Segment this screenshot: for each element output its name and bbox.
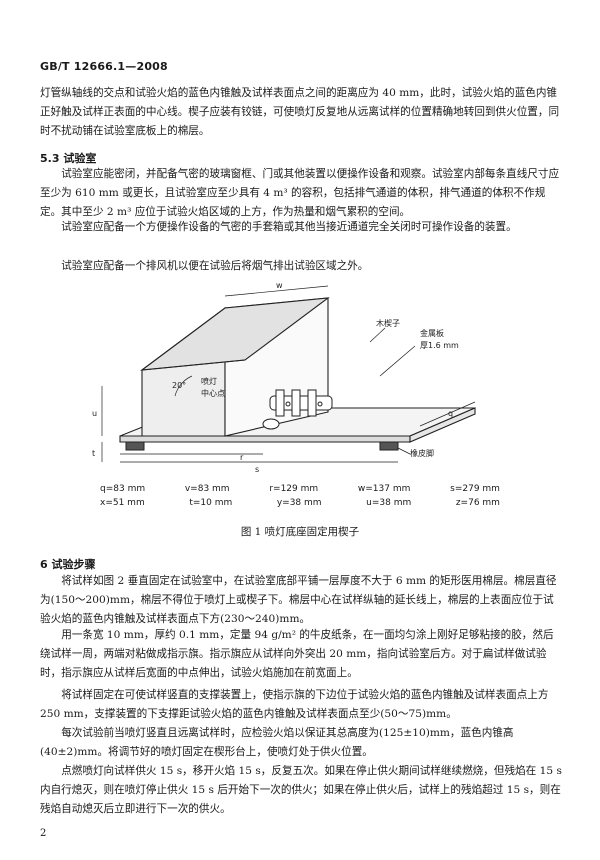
label-r: r [240,453,244,462]
dimension-lines [101,285,476,463]
figure-caption: 图 1 喷灯底座固定用楔子 [240,526,360,538]
label-angle: 20° [172,381,186,390]
dim-u: u=38 mm [366,498,412,508]
section-5-3-title: 5.3 试验室 [40,152,97,165]
dimension-table: q=83 mm v=83 mm r=129 mm w=137 mm s=279 … [100,484,500,508]
rubber-feet [125,441,399,451]
dim-w: w=137 mm [357,484,411,494]
dim-x: x=51 mm [100,498,145,508]
dim-v: v=83 mm [184,484,230,494]
section-6-paragraph-4: 每次试验前当喷灯竖直且远离试样时，应检验火焰以保证其总高度为(125±10)mm… [40,727,514,758]
label-burner-center-2: 中心点 [201,388,225,398]
label-u: u [92,409,97,418]
dim-z: z=76 mm [455,498,500,508]
section-6-paragraph-5: 点燃喷灯向试样供火 15 s，移开火焰 15 s，反复五次。如果在停止供火期间试… [40,765,562,815]
label-rubber-feet: 橡皮脚 [410,448,434,458]
label-w: w [276,281,283,290]
dim-r: r=129 mm [269,484,319,494]
section-6-paragraph-2: 用一条宽 10 mm，厚约 0.1 mm，定量 94 g/m² 的牛皮纸条，在一… [40,629,554,679]
label-s: s [255,465,259,474]
dim-s: s=279 mm [450,484,500,494]
label-thickness: 厚1.6 mm [420,341,459,350]
dim-t: t=10 mm [189,498,233,508]
label-wood-wedge: 木楔子 [376,318,400,328]
section-5-3-paragraph-3: 试验室应配备一个排风机以便在试验后将烟气排出试验区域之外。 [61,260,369,272]
section-6-paragraph-3: 将试样固定在可使试样竖直的支撑装置上，使指示旗的下边位于试验火焰的蓝色内锥触及试… [40,689,549,720]
label-burner-center-1: 喷灯 [201,376,217,386]
dim-q: q=83 mm [100,484,146,494]
hinge [262,389,333,430]
section-5-3-paragraph-2: 试验室应配备一个方便操作设备的气密的手套箱或其他当接近通道完全关闭时可操作设备的… [61,221,517,233]
label-q: q [448,409,453,418]
label-t: t [92,449,95,458]
section-5-3-paragraph-1: 试验室应能密闭，并配备气密的玻璃窗框、门或其他装置以便操作设备和观察。试验室内部… [40,168,560,218]
section-6-title: 6 试验步骤 [40,558,96,571]
page-number: 2 [40,828,47,839]
paragraph-continued: 灯管纵轴线的交点和试验火焰的蓝色内锥触及试样表面点之间的距离应为 40 mm，此… [40,87,560,137]
dim-y: y=38 mm [276,498,322,508]
section-6-paragraph-1: 将试样如图 2 垂直固定在试验室中，在试验室底部平铺一层厚度不大于 6 mm 的… [40,575,557,625]
standard-number: GB/T 12666.1—2008 [40,60,168,73]
wedge-figure: w r s u t q 20° 喷灯 中心点 木楔子 金属板 厚1.6 mm 橡… [92,281,476,474]
label-metal-plate: 金属板 [420,328,444,338]
